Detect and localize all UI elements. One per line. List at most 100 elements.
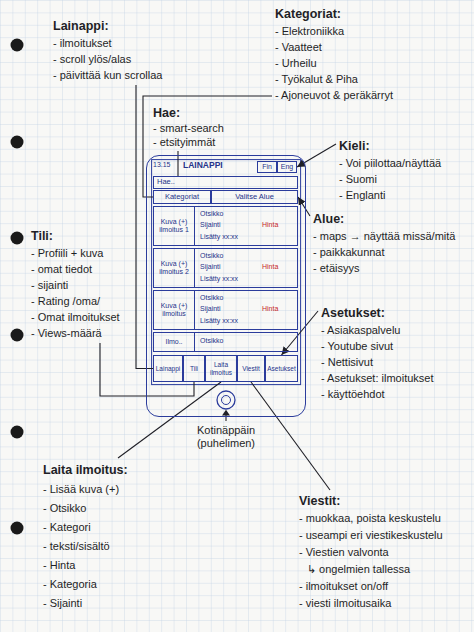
note-item: - Elektroniikka — [275, 23, 393, 39]
listing-text: Hinta — [262, 221, 278, 229]
phone-screen — [152, 160, 301, 385]
nav-button: Asetukset — [265, 355, 298, 382]
annotation-note: Tili:- Profiili + kuva- omat tiedot- sij… — [28, 226, 123, 343]
note-item: - Rating /oma/ — [31, 293, 120, 309]
nav-button: Tili — [183, 355, 205, 382]
listing-text: Lisätty xx:xx — [200, 233, 238, 241]
leader-line — [282, 311, 319, 355]
note-item: - Profiili + kuva — [31, 245, 120, 261]
binder-hole — [11, 136, 24, 149]
listing-text: Sijainti — [200, 221, 221, 229]
button-label: Kategoriat — [165, 193, 199, 201]
note-item: - päivittää kun scrollaa — [53, 67, 162, 83]
listing-text: Otsikko — [200, 210, 223, 218]
annotation-note: Alue:- maps → näyttää missä/mitä- paikka… — [310, 209, 458, 278]
button-label: Hae.. — [157, 178, 175, 186]
note-item: ↳ ongelmien tallessa — [299, 561, 443, 578]
button-label: Valitse Alue — [235, 193, 274, 201]
note-item: - Työkalut & Piha — [275, 71, 393, 87]
note-item: - Omat ilmoitukset — [31, 309, 120, 325]
leader-line — [143, 96, 272, 197]
leader-line — [297, 144, 336, 167]
listing-text: Sijainti — [200, 305, 221, 313]
note-item: - useampi eri viestikeskustelu — [299, 527, 443, 544]
annotation-note: Laita ilmoitus:- Lisää kuva (+)- Otsikko… — [40, 458, 131, 615]
phone-frame: 13.15LAINAPPIFinEngHae..KategoriatValits… — [146, 155, 306, 417]
annotation-note: Viestit:- muokkaa, poista keskustelu- us… — [296, 490, 446, 614]
leader-line — [251, 382, 330, 490]
listing-text: Otsikko — [200, 337, 223, 345]
note-item: Kotinäppäin (puhelimen) — [182, 424, 270, 450]
button-label: ilmoitus — [162, 310, 186, 318]
note-item: - Asetukset: ilmoitukset — [321, 370, 434, 386]
button-label: Eng — [281, 163, 293, 171]
button-label: Fin — [262, 163, 272, 171]
listing-text: Hinta — [262, 263, 278, 271]
note-item: - Viestien valvonta — [299, 544, 443, 561]
annotation-note: Hae:- smart-search- etsityimmät — [150, 104, 227, 151]
screen-button: Fin — [257, 161, 277, 173]
note-item: - Urheilu — [275, 55, 393, 71]
button-label: Kuva (+) — [161, 218, 188, 226]
note-heading: Viestit: — [299, 492, 443, 510]
note-item: - teksti/sisältö — [43, 537, 128, 556]
note-heading: Asetukset: — [321, 305, 434, 322]
home-button — [217, 391, 235, 409]
listing-text: Otsikko — [200, 252, 223, 260]
note-item: - ilmoitukset — [53, 35, 162, 51]
screen-button: Kategoriat — [153, 190, 211, 204]
button-label: ilmoitus 1 — [159, 226, 189, 234]
note-item: - Asiakaspalvelu — [321, 322, 434, 338]
listing-row: OtsikkoSijaintiHintaLisätty xx:xxKuva (+… — [153, 248, 298, 288]
listing-text: Lisätty xx:xx — [200, 317, 238, 325]
screen-button: Valitse Alue — [211, 190, 298, 204]
nav-button: Lainappi — [153, 355, 183, 382]
image-placeholder: Kuva (+)ilmoitus 1 — [153, 206, 195, 246]
note-item: - Kategori — [43, 518, 128, 537]
note-item: - omat tiedot — [31, 261, 120, 277]
leader-line — [100, 343, 194, 396]
note-item: - Sijainti — [43, 594, 128, 613]
image-placeholder: Kuva (+)ilmoitus 2 — [153, 248, 195, 288]
listing-text: Sijainti — [200, 263, 221, 271]
note-item: - viesti ilmoitusaika — [299, 595, 443, 612]
button-label: ilmoitus 2 — [159, 268, 189, 276]
image-placeholder: Ilmo.. — [153, 332, 195, 352]
screen-button: Hae.. — [153, 176, 298, 189]
pointer-arrow — [222, 410, 230, 416]
note-heading: Lainappi: — [53, 18, 162, 35]
nav-button: Viestit — [237, 355, 265, 382]
note-item: - Nettisivut — [321, 354, 434, 370]
note-item: - maps → näyttää missä/mitä — [313, 228, 455, 244]
note-item: - käyttöehdot — [321, 386, 434, 402]
listing-row: Otsikko Ilmo.. — [153, 332, 298, 352]
note-heading: Laita ilmoitus: — [43, 460, 128, 480]
note-heading: Kieli: — [339, 138, 441, 155]
annotation-note: Kotinäppäin (puhelimen) — [181, 423, 271, 451]
binder-hole — [11, 39, 24, 52]
note-item: - Youtube sivut — [321, 338, 434, 354]
button-label: Tili — [190, 365, 198, 372]
note-item: - Vaatteet — [275, 39, 393, 55]
note-item: - scroll ylös/alas — [53, 51, 162, 67]
binder-hole — [11, 232, 24, 245]
note-item: - Otsikko — [43, 499, 128, 518]
binder-hole — [11, 426, 24, 439]
nav-button: Laita ilmoitus — [205, 355, 237, 382]
listing-text: Hinta — [262, 305, 278, 313]
button-label: Ilmo.. — [165, 338, 182, 346]
note-item: - ilmoitukset on/off — [299, 578, 443, 595]
note-heading: Hae: — [153, 106, 224, 121]
leader-line — [136, 85, 153, 369]
note-item: - etäisyys — [313, 260, 455, 276]
button-label: Viestit — [242, 365, 260, 372]
listing-row: OtsikkoSijainti HintaLisätty xx:xx Kuva (+… — [153, 206, 298, 246]
note-item: - sijainti — [31, 277, 120, 293]
binder-hole — [11, 329, 24, 342]
leader-line — [298, 197, 310, 216]
note-item: - muokkaa, poista keskustelu — [299, 510, 443, 527]
note-heading: Alue: — [313, 211, 455, 228]
button-label: Kuva (+) — [161, 260, 188, 268]
note-item: - etsityimmät — [153, 135, 224, 149]
